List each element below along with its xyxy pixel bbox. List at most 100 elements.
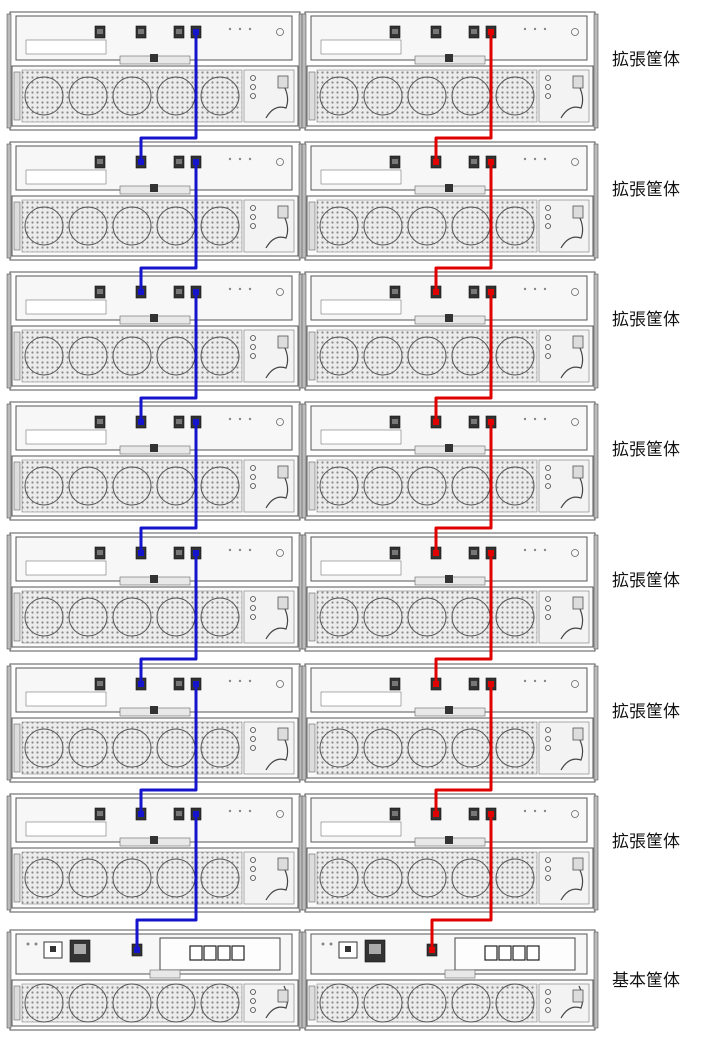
- led-icon: [250, 353, 256, 359]
- fan-grille: [316, 721, 538, 775]
- rack-ear: [301, 795, 307, 911]
- fan-grille: [316, 199, 538, 253]
- fan-icon: [407, 336, 447, 376]
- fan-icon: [363, 597, 403, 637]
- status-led: [34, 942, 38, 946]
- power-cord-icon: [560, 737, 584, 771]
- led-icon: [250, 474, 256, 480]
- fan-icon: [319, 76, 359, 116]
- led-icon: [250, 344, 256, 350]
- controller-module: [310, 933, 588, 979]
- label-slot: [320, 429, 402, 445]
- led-icon: [545, 596, 551, 602]
- cable-connector: [433, 681, 439, 687]
- controller-module: [15, 405, 293, 455]
- fan-grille: [21, 851, 243, 905]
- fan-icon: [200, 466, 240, 506]
- host-port: [512, 945, 526, 961]
- power-cord-icon: [560, 606, 584, 640]
- controller-module: [310, 536, 588, 586]
- psu-handle: [308, 461, 316, 511]
- fan-icon: [495, 597, 535, 637]
- fan-icon: [68, 466, 108, 506]
- label-slot: [25, 169, 107, 185]
- cable-connector: [488, 550, 494, 556]
- latch-tab: [445, 54, 453, 62]
- status-led: [248, 157, 252, 161]
- led-icon: [250, 736, 256, 742]
- fan-icon: [363, 206, 403, 246]
- led-icon: [545, 75, 551, 81]
- latch-tab: [150, 184, 158, 192]
- cable-connector: [488, 29, 494, 35]
- red-cable: [434, 553, 493, 684]
- led-icon: [250, 483, 256, 489]
- latch-tab: [445, 444, 453, 452]
- host-port: [203, 945, 217, 961]
- led-icon: [545, 93, 551, 99]
- fan-grille: [316, 590, 538, 644]
- cable-connector: [433, 289, 439, 295]
- power-cord-icon: [265, 85, 289, 119]
- controller-module: [15, 797, 293, 847]
- power-inlet-icon: [572, 727, 584, 741]
- power-inlet-icon: [572, 989, 584, 1003]
- controller-module: [15, 667, 293, 717]
- led-icon: [545, 465, 551, 471]
- fan-grille: [316, 459, 538, 513]
- fan-icon: [112, 76, 152, 116]
- blue-cable: [139, 553, 198, 684]
- fan-icon: [319, 858, 359, 898]
- expansion-enclosure-unit: [6, 401, 304, 521]
- status-led: [543, 548, 547, 552]
- led-icon: [250, 335, 256, 341]
- host-port: [217, 945, 231, 961]
- status-led: [228, 679, 232, 683]
- latch-tab: [150, 314, 158, 322]
- latch-tab: [445, 836, 453, 844]
- led-icon: [250, 75, 256, 81]
- status-led: [238, 548, 242, 552]
- fan-icon: [68, 206, 108, 246]
- rack-ear: [301, 403, 307, 519]
- controller-module: [310, 275, 588, 325]
- led-icon: [250, 866, 256, 872]
- rack-ear: [6, 143, 12, 259]
- screw-icon: [276, 680, 284, 688]
- rack-ear: [6, 665, 12, 781]
- screw-icon: [571, 418, 579, 426]
- fan-grille: [316, 851, 538, 905]
- cable-connector: [193, 159, 199, 165]
- psu-handle: [13, 853, 21, 903]
- enclosure-label: 拡張筐体: [612, 440, 680, 460]
- fan-icon: [407, 728, 447, 768]
- status-led: [248, 417, 252, 421]
- blue-cable: [139, 292, 198, 422]
- led-icon: [250, 875, 256, 881]
- led-icon: [545, 1007, 551, 1013]
- status-led: [238, 27, 242, 31]
- screw-icon: [276, 28, 284, 36]
- status-led: [248, 809, 252, 813]
- led-icon: [250, 596, 256, 602]
- fan-icon: [200, 728, 240, 768]
- status-led: [543, 809, 547, 813]
- rack-ear: [593, 795, 599, 911]
- fan-icon: [112, 597, 152, 637]
- status-led: [248, 27, 252, 31]
- status-led: [523, 27, 527, 31]
- fan-icon: [200, 858, 240, 898]
- expansion-enclosure-unit: [301, 11, 599, 131]
- power-cord-icon: [560, 867, 584, 901]
- label-slot: [25, 39, 107, 55]
- blue-cable: [139, 684, 198, 814]
- led-icon: [250, 223, 256, 229]
- cable-connector: [134, 947, 140, 953]
- rack-ear: [301, 13, 307, 129]
- fan-icon: [24, 983, 64, 1023]
- led-icon: [250, 465, 256, 471]
- power-cord-icon: [265, 215, 289, 249]
- fan-icon: [363, 858, 403, 898]
- base-enclosure-unit: [6, 929, 304, 1031]
- power-inlet-icon: [277, 857, 289, 871]
